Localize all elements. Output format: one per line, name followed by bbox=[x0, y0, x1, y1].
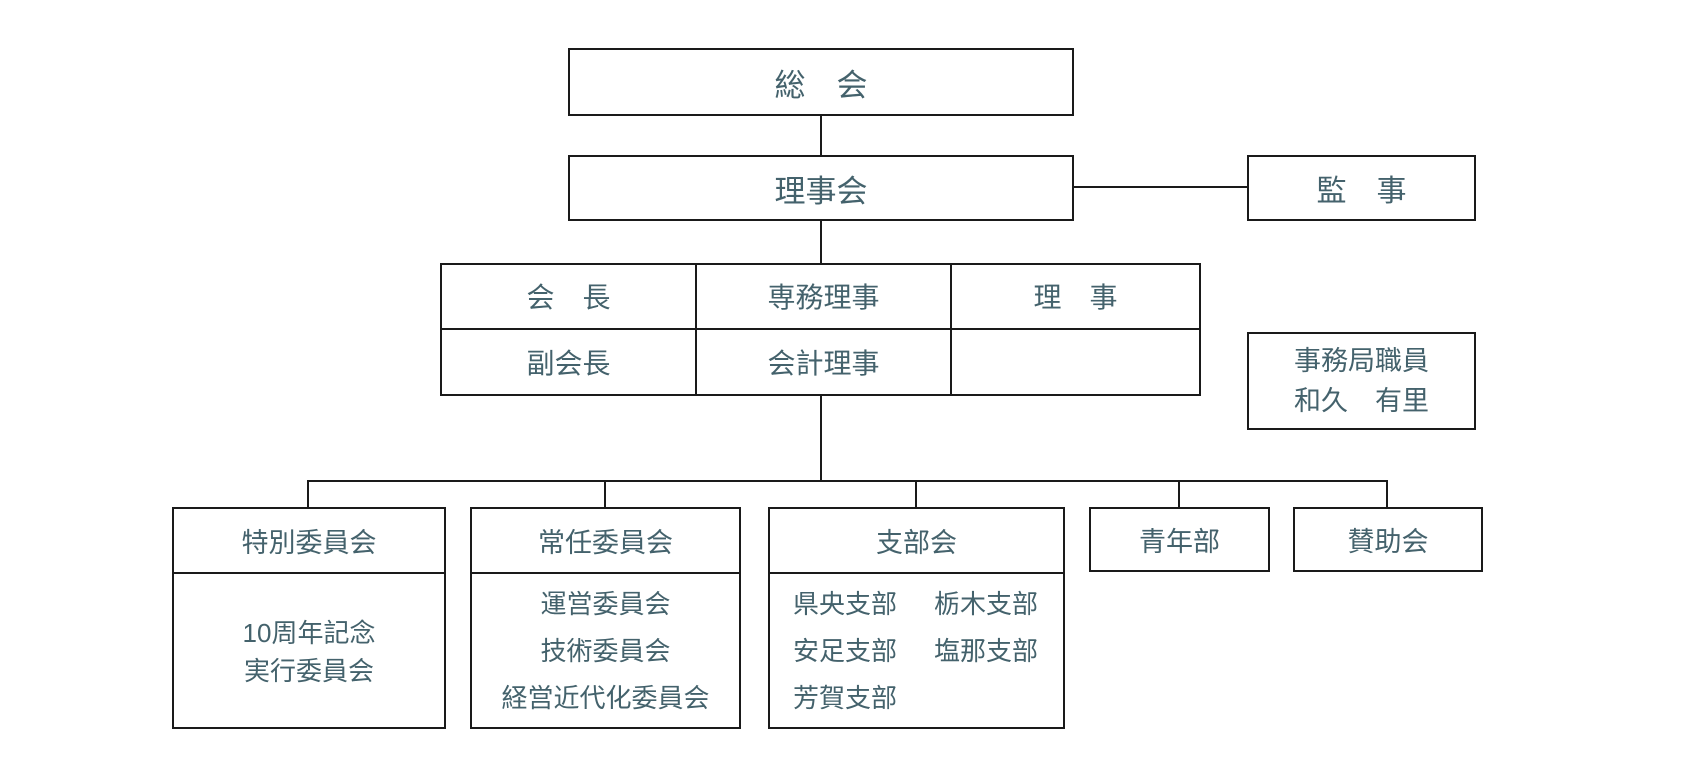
branch-row-1: 県央支部 栃木支部 bbox=[793, 581, 1063, 628]
executive-director-cell: 専務理事 bbox=[697, 265, 952, 330]
special-committee-header: 特別委員会 bbox=[174, 509, 444, 574]
chairman-label: 会 長 bbox=[526, 283, 611, 315]
secretariat-box: 事務局職員 和久 有里 bbox=[1247, 332, 1476, 430]
executive-director-label: 専務理事 bbox=[767, 283, 880, 315]
empty-officer-cell bbox=[952, 330, 1199, 395]
anniversary-committee-line2: 実行委員会 bbox=[243, 655, 374, 686]
supporting-association-box: 賛助会 bbox=[1293, 507, 1483, 572]
special-committee-box: 特別委員会 10周年記念 実行委員会 bbox=[172, 507, 446, 729]
connector-drop-youth-division bbox=[1178, 480, 1180, 508]
connector-drop-special-committee bbox=[307, 480, 309, 508]
branch-row-3: 芳賀支部 bbox=[793, 675, 1063, 722]
auditor-label: 監 事 bbox=[1316, 175, 1407, 208]
kenou-branch-label: 県央支部 bbox=[793, 589, 898, 619]
standing-committee-header: 常任委員会 bbox=[472, 509, 739, 574]
connector-drop-standing-committee bbox=[604, 480, 606, 508]
vice-chairman-cell: 副会長 bbox=[442, 329, 697, 394]
branch-meeting-box: 支部会 県央支部 栃木支部 安足支部 塩那支部 芳賀支部 bbox=[768, 507, 1065, 729]
enna-branch-label: 塩那支部 bbox=[934, 636, 1039, 666]
chairman-cell: 会 長 bbox=[442, 265, 697, 330]
secretariat-title: 事務局職員 bbox=[1294, 346, 1429, 376]
technical-committee-item: 技術委員会 bbox=[540, 636, 671, 666]
secretariat-staff-name: 和久 有里 bbox=[1294, 386, 1429, 416]
supporting-association-title: 賛助会 bbox=[1347, 527, 1429, 557]
director-cell: 理 事 bbox=[952, 265, 1199, 330]
general-meeting-box: 総 会 bbox=[568, 48, 1074, 116]
connector-officers-to-branches bbox=[820, 394, 822, 481]
standing-committee-box: 常任委員会 運営委員会 技術委員会 経営近代化委員会 bbox=[470, 507, 741, 729]
branch-meeting-title: 支部会 bbox=[876, 528, 957, 558]
haga-branch-label: 芳賀支部 bbox=[793, 683, 898, 713]
branch-meeting-body: 県央支部 栃木支部 安足支部 塩那支部 芳賀支部 bbox=[770, 574, 1063, 729]
officers-table: 会 長 専務理事 理 事 副会長 会計理事 bbox=[440, 263, 1201, 396]
standing-committee-body: 運営委員会 技術委員会 経営近代化委員会 bbox=[472, 574, 739, 729]
youth-division-title: 青年部 bbox=[1139, 527, 1220, 557]
special-committee-body: 10周年記念 実行委員会 bbox=[174, 574, 444, 729]
general-meeting-label: 総 会 bbox=[774, 67, 868, 103]
ansoku-branch-label: 安足支部 bbox=[793, 636, 898, 666]
director-label: 理 事 bbox=[1033, 283, 1118, 315]
youth-division-header: 青年部 bbox=[1091, 509, 1268, 570]
accounting-director-label: 会計理事 bbox=[767, 348, 880, 380]
branch-row-2: 安足支部 塩那支部 bbox=[793, 628, 1063, 675]
special-committee-title: 特別委員会 bbox=[241, 528, 377, 558]
youth-division-box: 青年部 bbox=[1089, 507, 1270, 572]
connector-board-to-auditor bbox=[1073, 186, 1247, 188]
standing-committee-title: 常任委員会 bbox=[538, 528, 673, 558]
accounting-director-cell: 会計理事 bbox=[697, 329, 952, 394]
tochigi-branch-label: 栃木支部 bbox=[934, 589, 1039, 619]
connector-board-to-officers bbox=[820, 220, 822, 263]
connector-assembly-to-board bbox=[820, 114, 822, 155]
connector-drop-branch-meeting bbox=[915, 480, 917, 508]
connector-branch-bus bbox=[307, 480, 1388, 482]
board-of-directors-box: 理事会 bbox=[568, 155, 1074, 221]
board-of-directors-label: 理事会 bbox=[774, 173, 868, 209]
branch-meeting-header: 支部会 bbox=[770, 509, 1063, 574]
supporting-association-header: 賛助会 bbox=[1295, 509, 1481, 570]
modernization-committee-item: 経営近代化委員会 bbox=[501, 683, 710, 713]
auditor-box: 監 事 bbox=[1247, 155, 1476, 221]
connector-drop-supporting-association bbox=[1386, 480, 1388, 508]
vice-chairman-label: 副会長 bbox=[526, 348, 611, 380]
management-committee-item: 運営委員会 bbox=[540, 589, 671, 619]
anniversary-committee-line1: 10周年記念 bbox=[242, 617, 376, 648]
